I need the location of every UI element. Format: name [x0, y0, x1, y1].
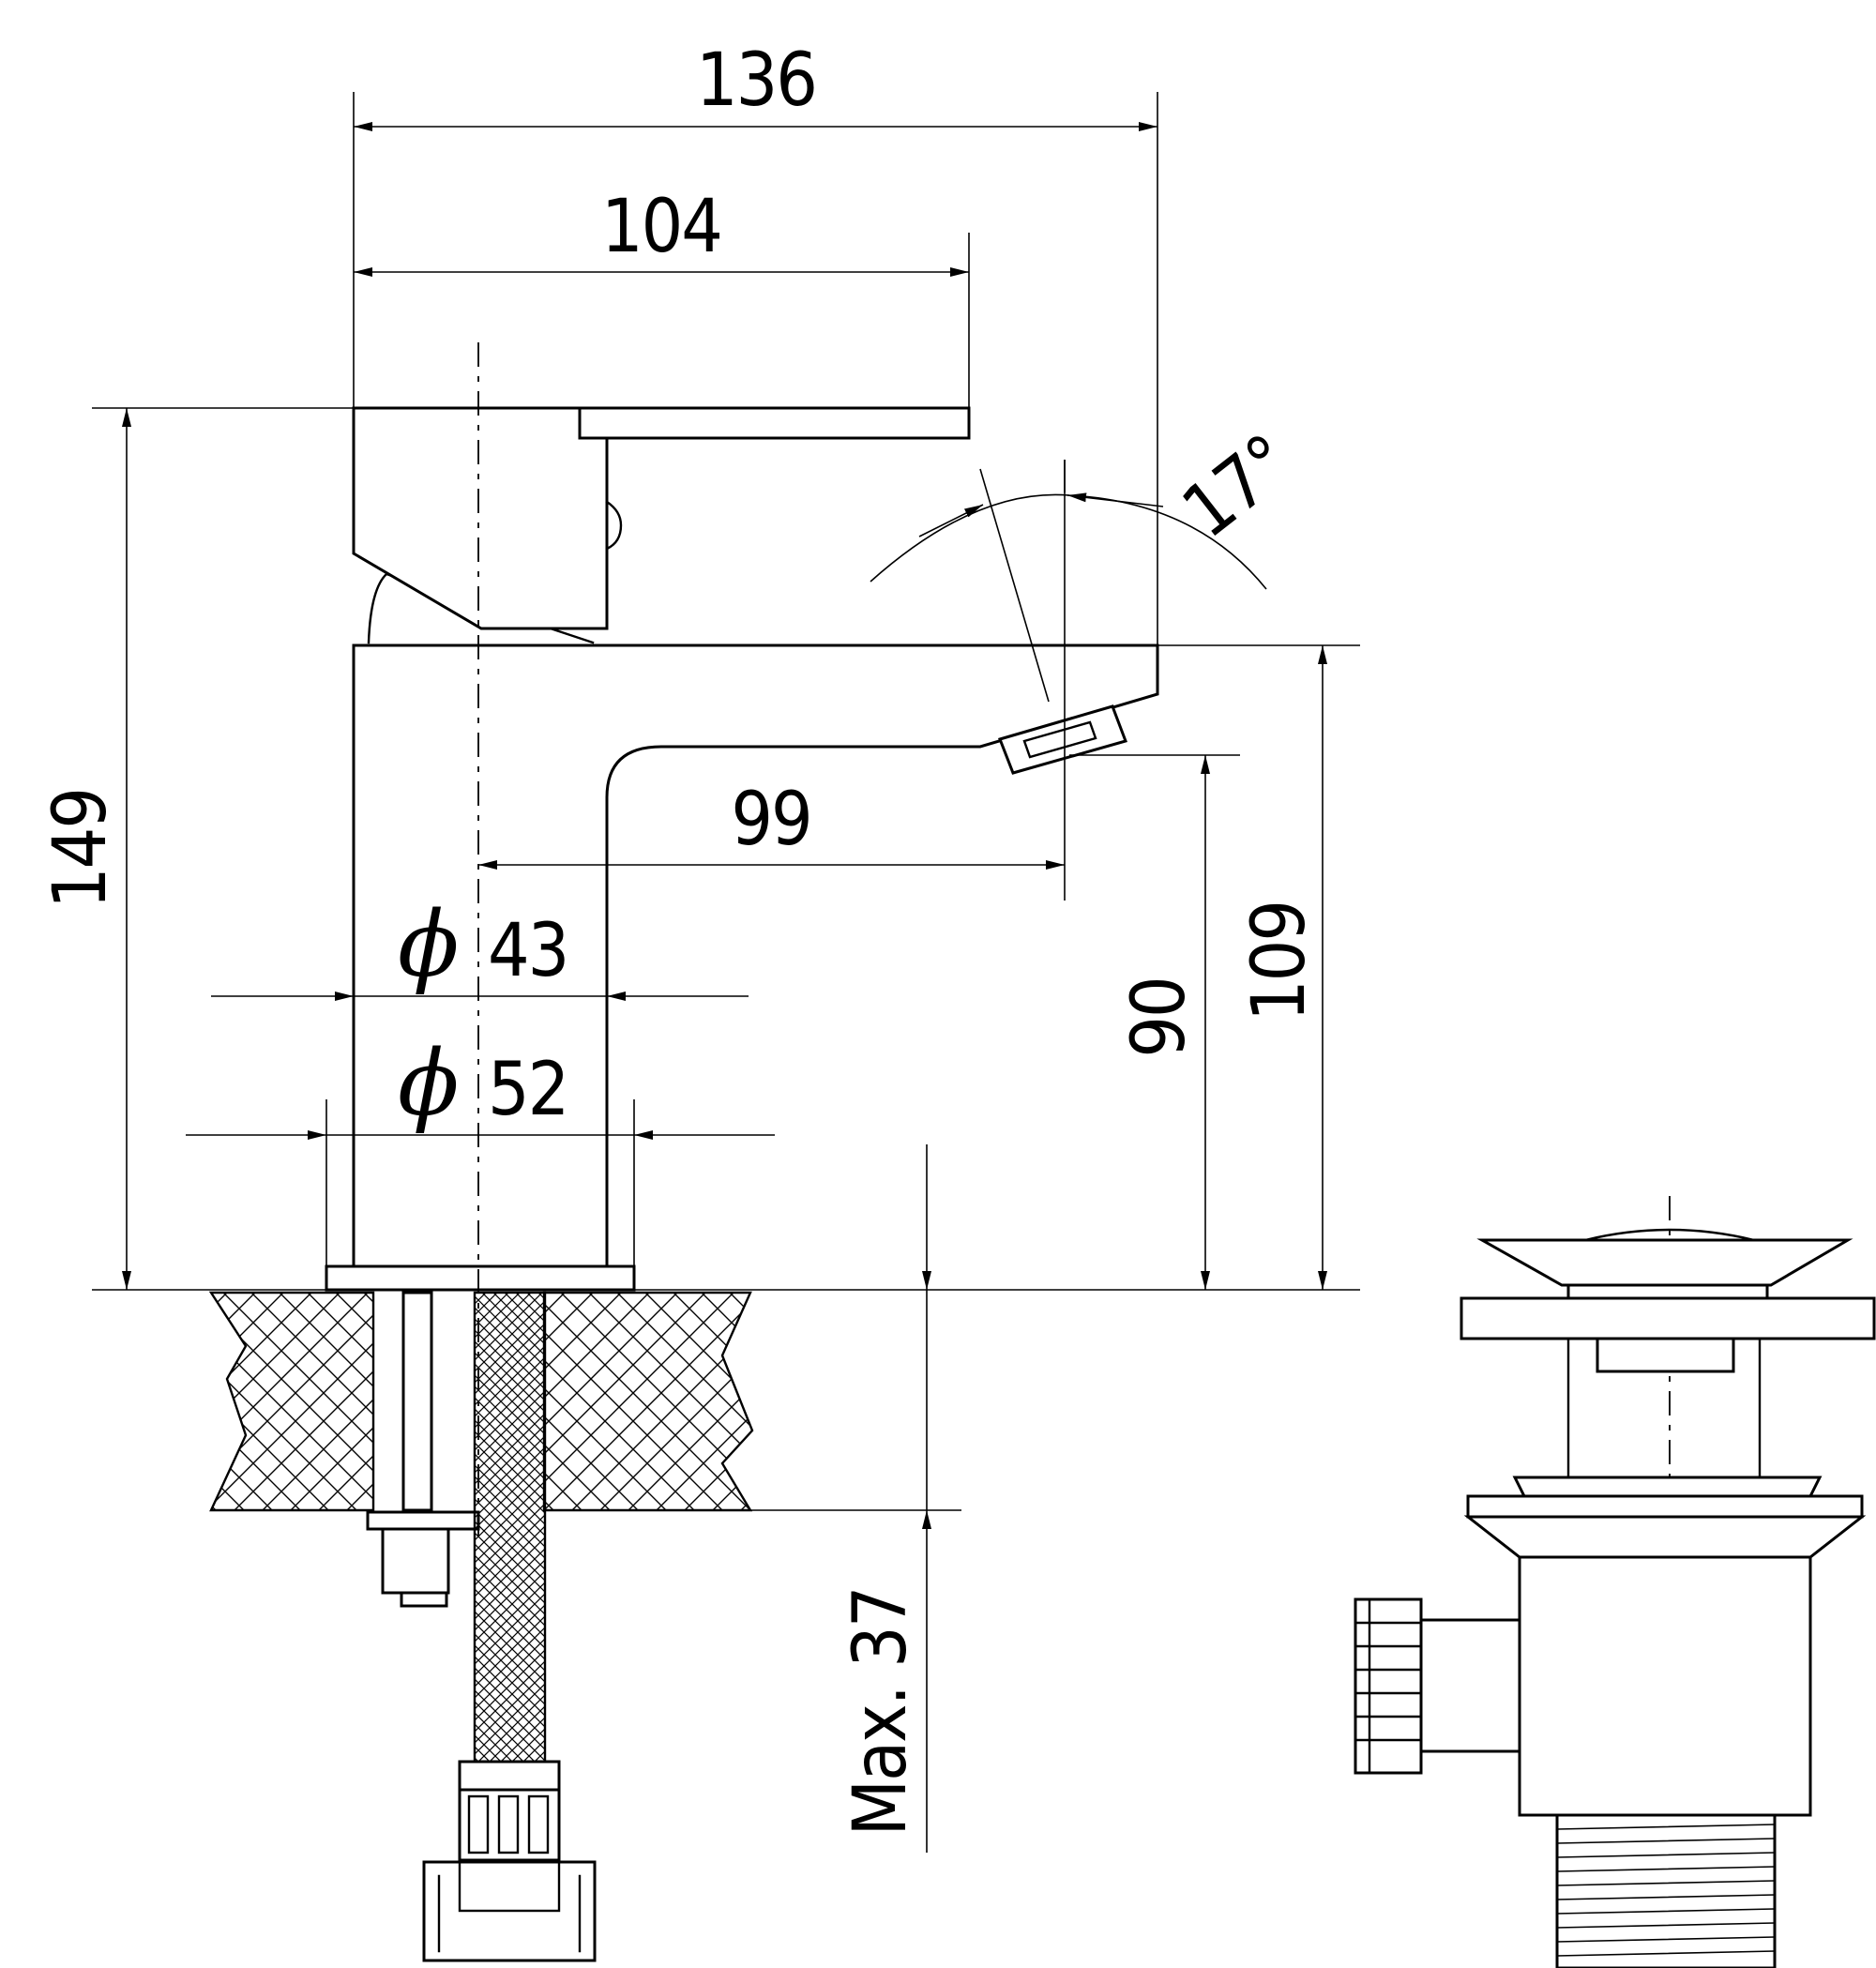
dim-diameter-43: 43	[488, 909, 567, 993]
faucet-body	[92, 342, 1360, 1548]
flexible-hose	[473, 1291, 547, 1764]
diameter-symbol-43: ϕ	[398, 892, 459, 997]
base-plate	[325, 1264, 636, 1292]
dim-height: 149	[38, 789, 123, 909]
dim-tilt-angle: 17°	[1168, 420, 1308, 555]
waste-thread	[1555, 1813, 1777, 1968]
dimensions: 136 104 149 99 90 109 ϕ 43 ϕ 52	[38, 38, 1360, 1853]
aerator	[998, 704, 1127, 775]
counter-section	[208, 1291, 961, 1962]
hose-connector	[422, 1760, 597, 1962]
overflow-nut	[1354, 1597, 1423, 1775]
stud-nut	[381, 1527, 450, 1595]
popup-waste	[1354, 1196, 1876, 1968]
diameter-symbol-52: ϕ	[398, 1031, 459, 1136]
lever-handle	[578, 406, 971, 440]
waste-body	[1518, 1555, 1812, 1817]
threaded-stud	[401, 1291, 433, 1512]
lever-head	[352, 406, 609, 630]
dim-total-length: 136	[696, 38, 816, 123]
dim-outlet-height: 90	[1117, 977, 1202, 1057]
waste-flange	[1460, 1296, 1876, 1340]
dim-spout-reach: 99	[731, 778, 810, 862]
dim-max-thickness: Max. 37	[839, 1588, 923, 1837]
waste-nut-flange	[1466, 1494, 1864, 1519]
stud-washer	[366, 1510, 480, 1531]
lever-button	[605, 500, 623, 551]
waste-cap	[1476, 1238, 1853, 1287]
dim-lever-length: 104	[601, 185, 721, 269]
dim-spout-top-height: 109	[1237, 901, 1322, 1022]
dim-diameter-52: 52	[488, 1048, 567, 1132]
